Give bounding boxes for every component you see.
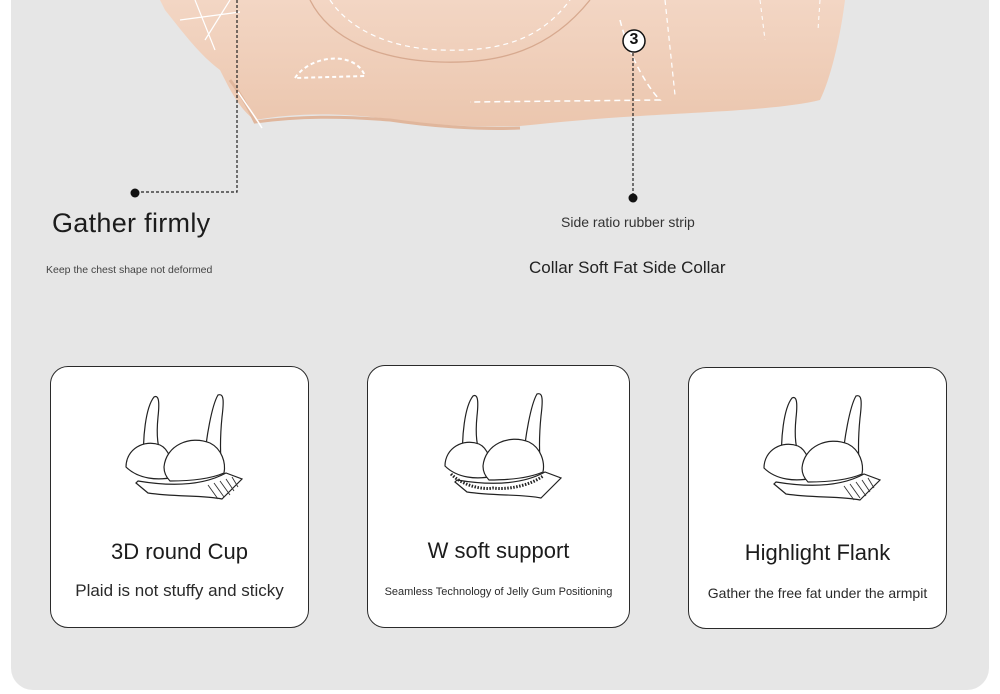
marker-badge-number: 3: [629, 31, 639, 48]
bra-sketch-icon: [443, 393, 562, 499]
card-description: Seamless Technology of Jelly Gum Positio…: [384, 586, 613, 598]
gather-firmly-title: Gather firmly: [52, 208, 211, 238]
card-title: W soft support: [427, 538, 570, 563]
card-title: 3D round Cup: [111, 539, 248, 564]
feature-card-flank: Highlight Flank Gather the free fat unde…: [688, 367, 947, 629]
card-description: Gather the free fat under the armpit: [707, 585, 928, 601]
feature-card-3d-cup: 3D round Cup Plaid is not stuffy and sti…: [50, 366, 309, 628]
bra-product-image: [160, 0, 845, 131]
callout-lines: [130, 0, 646, 203]
bra-sketch-icon: [762, 395, 881, 501]
card-title: Highlight Flank: [744, 540, 891, 565]
card-description: Plaid is not stuffy and sticky: [75, 581, 284, 600]
collar-label: Collar Soft Fat Side Collar: [529, 258, 726, 277]
feature-card-w-support: W soft support Seamless Technology of Je…: [367, 365, 630, 628]
bra-sketch-icon: [124, 394, 243, 500]
gather-firmly-subtitle: Keep the chest shape not deformed: [46, 264, 213, 276]
side-strip-label: Side ratio rubber strip: [561, 214, 695, 230]
